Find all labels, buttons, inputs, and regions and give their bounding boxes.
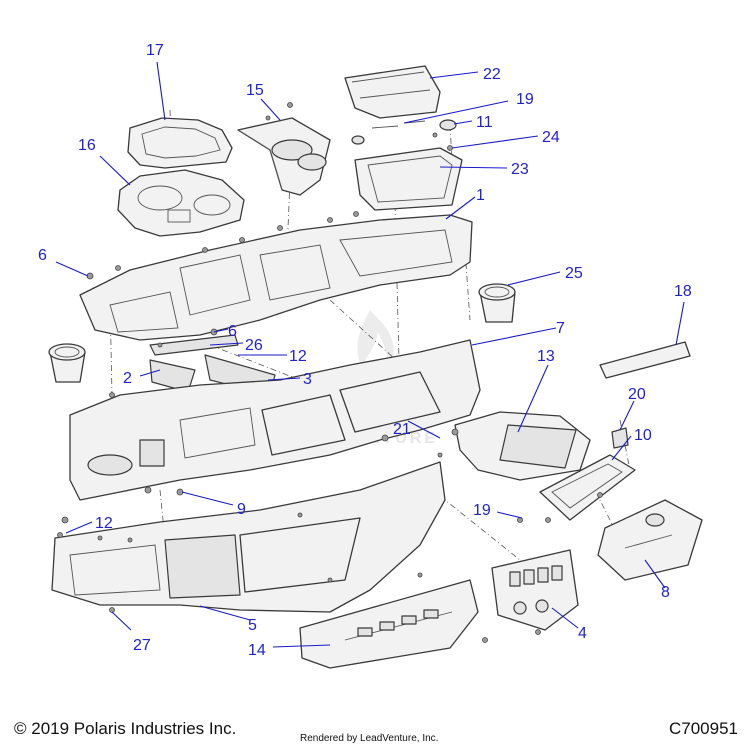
callout-27: 27 [133,637,151,654]
part-1-upper-dash [79,214,473,341]
part-15-upper-console [237,117,331,196]
callout-1: 1 [476,187,485,204]
callout-20: 20 [628,386,646,403]
callout-8: 8 [661,584,670,601]
callout-7: 7 [556,320,565,337]
leader-lines [55,61,685,648]
callout-6-upper: 6 [38,247,47,264]
part-8-glove-box-door [597,499,703,581]
callout-19-lower: 19 [473,502,491,519]
callout-3: 3 [303,371,312,388]
fasteners [57,102,603,643]
part-25-cup-holder-right [478,283,516,323]
callout-19-upper: 19 [516,91,534,108]
part-14-lower-tray [299,579,479,669]
part-10-frame [539,454,636,521]
callout-13: 13 [537,348,555,365]
callout-16: 16 [78,137,96,154]
callout-25: 25 [565,265,583,282]
callout-labels: 1 2 3 4 5 6 6 7 8 9 10 11 12 12 13 14 15… [38,42,692,659]
copyright-notice: © 2019 Polaris Industries Inc. [14,719,237,738]
part-17-gauge-bezel [127,117,233,169]
diagram-code: C700951 [668,719,738,738]
part-4-switch-panel [491,549,579,631]
part-9-lower-dash-frame [51,461,446,613]
callout-10: 10 [634,427,652,444]
callout-4: 4 [578,625,587,642]
callout-22: 22 [483,66,501,83]
callout-24: 24 [542,129,560,146]
part-13-display-housing [454,411,591,481]
part-16-gauge-housing [117,169,245,237]
part-18-trim-strip [599,341,691,379]
part-23-storage-bin [354,147,463,211]
part-7-main-dash-panel [69,339,481,501]
callout-12-lower: 12 [95,515,113,532]
part-22-cover [344,65,441,119]
callout-12-upper: 12 [289,348,307,365]
cup-holder-left [48,343,86,383]
callout-23: 23 [511,161,529,178]
callout-15: 15 [246,82,264,99]
rendered-by-credit: Rendered by LeadVenture, Inc. [300,733,439,744]
callout-18: 18 [674,283,692,300]
callout-14: 14 [248,642,266,659]
callout-5: 5 [248,617,257,634]
callout-17: 17 [146,42,164,59]
callout-6-lower: 6 [228,323,237,340]
callout-21: 21 [393,421,411,438]
callout-2: 2 [123,370,132,387]
part-20-clip [611,427,629,449]
callout-11: 11 [476,114,493,131]
callout-26: 26 [245,337,263,354]
callout-9: 9 [237,501,246,518]
small-hardware-top [351,119,457,151]
